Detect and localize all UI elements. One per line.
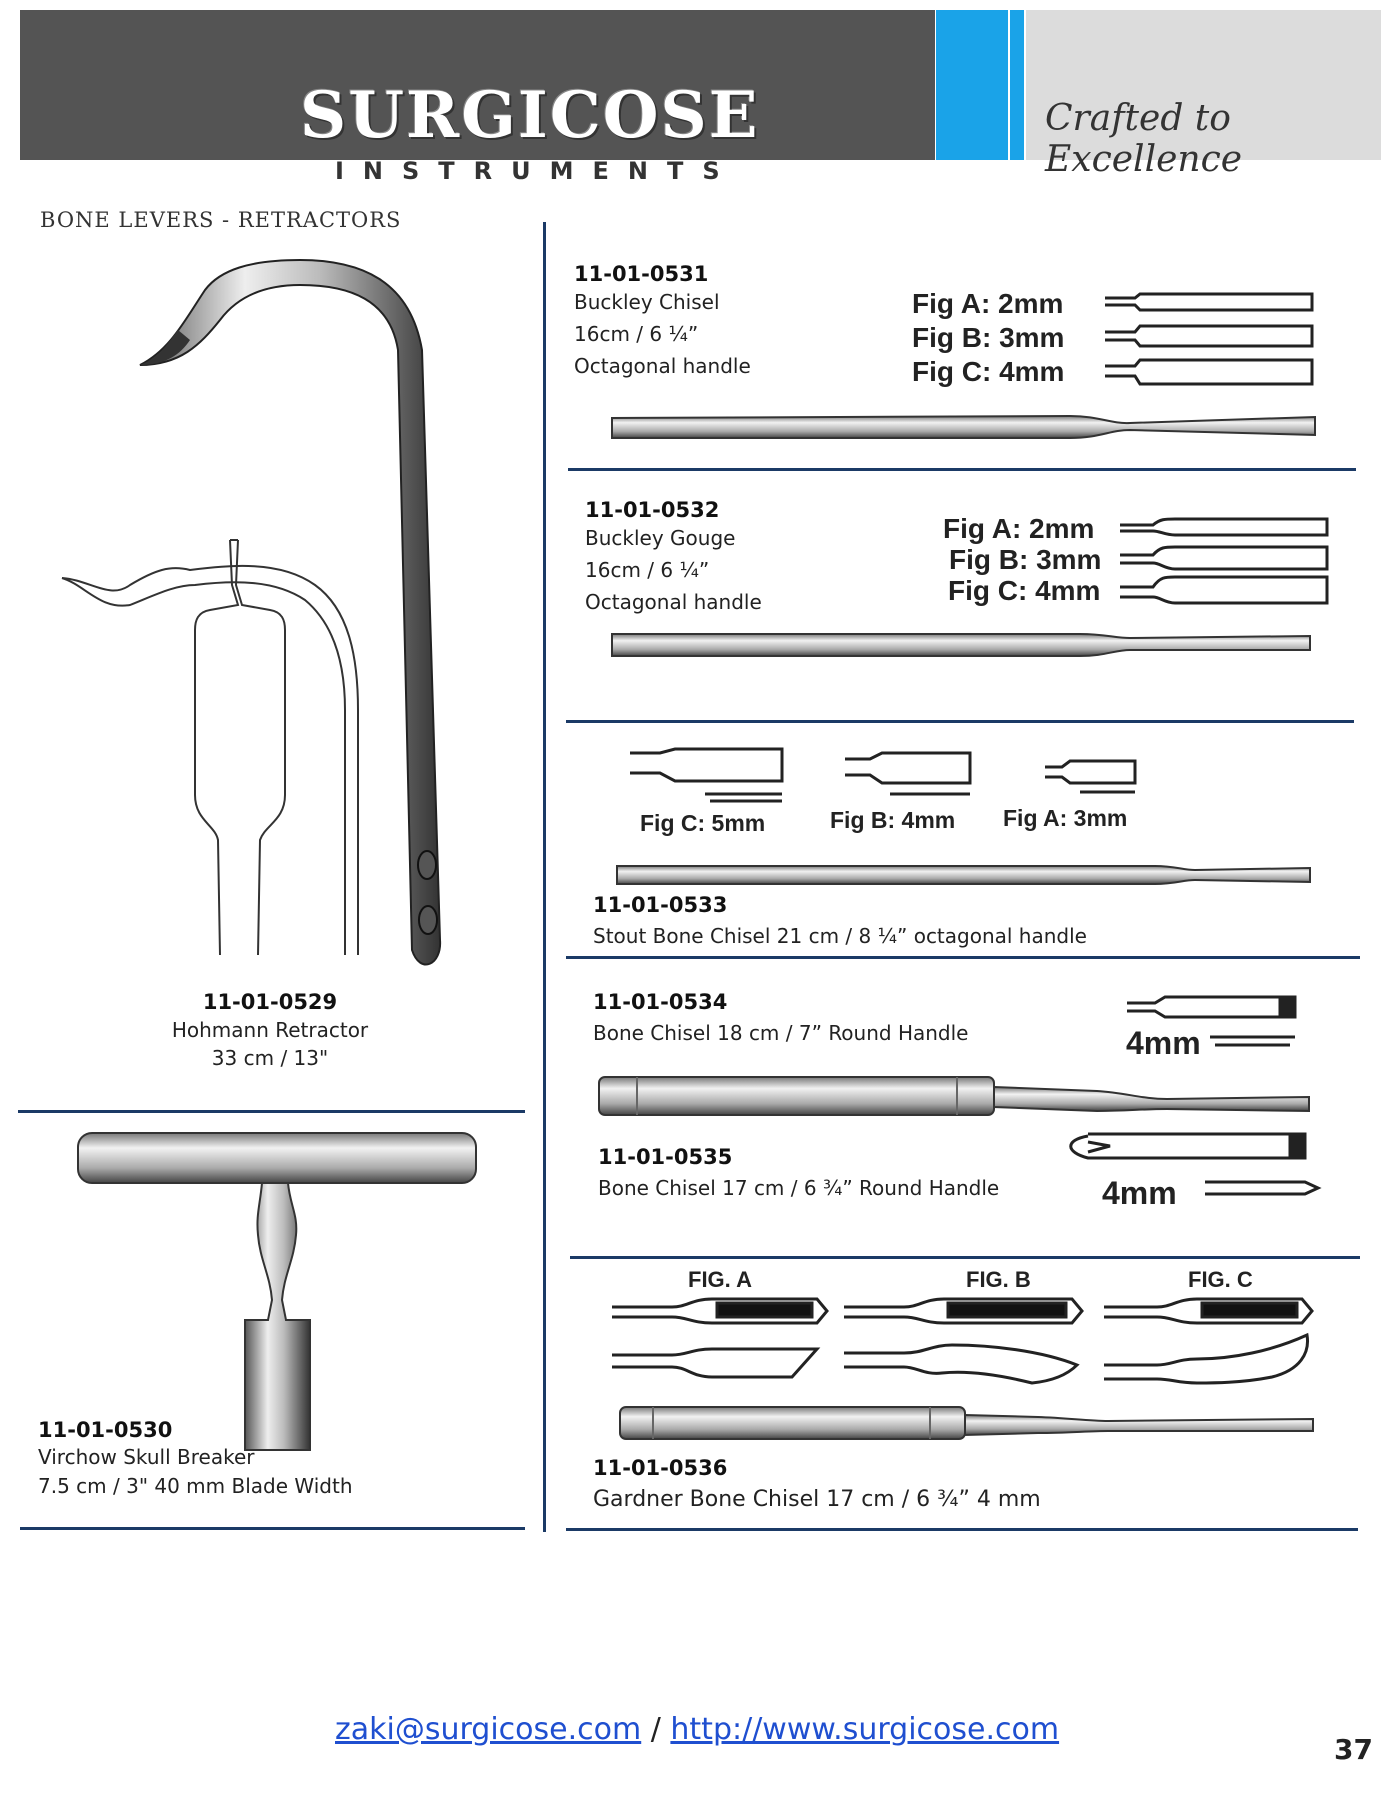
fig-label: Fig B: 3mm xyxy=(912,322,1065,353)
product-code: 11-01-0533 xyxy=(593,893,728,917)
figure-legend: Fig A: 2mm Fig B: 3mm Fig C: 4mm xyxy=(943,513,1101,606)
product-name: Buckley Chisel xyxy=(574,290,720,314)
product-size: 16cm / 6 ¼” xyxy=(585,558,710,582)
product-code: 11-01-0530 xyxy=(38,1418,173,1442)
product-code: 11-01-0535 xyxy=(598,1145,733,1169)
buckley-chisel-illustration xyxy=(611,414,1316,439)
product-size: 33 cm / 13" xyxy=(211,1046,329,1070)
stout-bone-chisel-illustration xyxy=(616,865,1311,885)
left-bottom-divider xyxy=(20,1527,525,1530)
product-code: 11-01-0536 xyxy=(593,1456,728,1480)
product-size: 16cm / 6 ¼” xyxy=(574,322,699,346)
product-11-01-0529: 11-01-0529 Hohmann Retractor 33 cm / 13" xyxy=(120,990,420,1074)
gardner-bone-chisel-illustration xyxy=(619,1406,1314,1440)
product-11-01-0531: 11-01-0531 Buckley Chisel 16cm / 6 ¼” Oc… xyxy=(574,262,751,382)
header-banner-gray xyxy=(1026,10,1381,160)
section-title: BONE LEVERS - RETRACTORS xyxy=(40,208,402,232)
product-code: 11-01-0529 xyxy=(202,990,338,1014)
chisel-tip-diagrams xyxy=(1105,292,1314,386)
footer-separator: / xyxy=(641,1712,671,1747)
fig-label: FIG. C xyxy=(1188,1267,1253,1292)
left-section-divider xyxy=(18,1110,525,1113)
virchow-skull-breaker-illustration xyxy=(77,1132,477,1451)
product-name: Bone Chisel 18 cm / 7” Round Handle xyxy=(593,1021,969,1045)
product-name: Stout Bone Chisel 21 cm / 8 ¼” octagonal… xyxy=(593,924,1087,948)
gouge-tip-diagrams xyxy=(1120,517,1329,605)
product-handle: Octagonal handle xyxy=(574,354,751,378)
header-banner-blue xyxy=(936,10,1008,160)
brand-subtitle: INSTRUMENTS xyxy=(335,157,739,185)
fig-label: Fig B: 3mm xyxy=(949,544,1102,575)
fig-label: Fig A: 2mm xyxy=(912,288,1064,319)
bone-chisel-tip-diagram xyxy=(1127,995,1297,1047)
brand-logo: SURGICOSE xyxy=(300,78,760,153)
footer-contact: zaki@surgicose.com / http://www.surgicos… xyxy=(335,1712,1059,1747)
gardner-chisel-tip-diagrams xyxy=(612,1297,1314,1385)
tagline: Crafted to Excellence xyxy=(1045,98,1243,180)
product-11-01-0530: 11-01-0530 Virchow Skull Breaker 7.5 cm … xyxy=(38,1418,353,1500)
header-banner-blue-stripe xyxy=(1010,10,1024,160)
section-divider xyxy=(570,1256,1360,1259)
product-name: Bone Chisel 17 cm / 6 ¾” Round Handle xyxy=(598,1176,1000,1200)
product-11-01-0535: 11-01-0535 Bone Chisel 17 cm / 6 ¾” Roun… xyxy=(598,1145,999,1207)
size-label: 4mm xyxy=(1102,1175,1177,1211)
column-divider xyxy=(543,222,546,1532)
fig-label: Fig C: 4mm xyxy=(948,575,1101,606)
product-code: 11-01-0534 xyxy=(593,990,728,1014)
stout-chisel-tip-diagrams xyxy=(630,747,1137,803)
product-name: Gardner Bone Chisel 17 cm / 6 ¾” 4 mm xyxy=(593,1487,1041,1512)
product-name: Hohmann Retractor xyxy=(171,1018,369,1042)
product-11-01-0533: 11-01-0533 Stout Bone Chisel 21 cm / 8 ¼… xyxy=(593,893,1087,955)
hohmann-retractor-illustration xyxy=(61,258,442,966)
section-divider xyxy=(566,1528,1358,1531)
website-link[interactable]: http://www.surgicose.com xyxy=(670,1712,1060,1747)
section-divider xyxy=(566,720,1354,723)
product-11-01-0532: 11-01-0532 Buckley Gouge 16cm / 6 ¼” Oct… xyxy=(585,498,762,618)
product-name: Buckley Gouge xyxy=(585,526,736,550)
product-11-01-0536: 11-01-0536 Gardner Bone Chisel 17 cm / 6… xyxy=(593,1456,1041,1520)
fig-label: FIG. A xyxy=(688,1267,752,1292)
email-link[interactable]: zaki@surgicose.com xyxy=(335,1712,642,1747)
fig-label: FIG. B xyxy=(966,1267,1031,1292)
size-label: 4mm xyxy=(1126,1025,1201,1061)
fig-label: Fig B: 4mm xyxy=(830,807,956,833)
header-banner-dark xyxy=(20,10,935,160)
buckley-gouge-illustration xyxy=(611,633,1311,657)
fig-label: Fig C: 5mm xyxy=(640,810,766,836)
product-size: 7.5 cm / 3" 40 mm Blade Width xyxy=(38,1474,353,1498)
bone-chisel-round-handle-illustration xyxy=(598,1076,1310,1116)
figure-legend: Fig A: 2mm Fig B: 3mm Fig C: 4mm xyxy=(912,287,1064,389)
fig-label: Fig A: 2mm xyxy=(943,513,1095,544)
product-code: 11-01-0531 xyxy=(574,262,709,286)
page-number: 37 xyxy=(1334,1733,1373,1766)
fig-label: Fig C: 4mm xyxy=(912,356,1065,387)
section-divider xyxy=(566,956,1360,959)
product-code: 11-01-0532 xyxy=(585,498,720,522)
product-handle: Octagonal handle xyxy=(585,590,762,614)
product-11-01-0534: 11-01-0534 Bone Chisel 18 cm / 7” Round … xyxy=(593,990,968,1052)
section-divider xyxy=(568,468,1356,471)
fig-label: Fig A: 3mm xyxy=(1003,805,1128,831)
product-name: Virchow Skull Breaker xyxy=(38,1445,255,1469)
bone-chisel-tip-diagram xyxy=(1069,1132,1322,1196)
